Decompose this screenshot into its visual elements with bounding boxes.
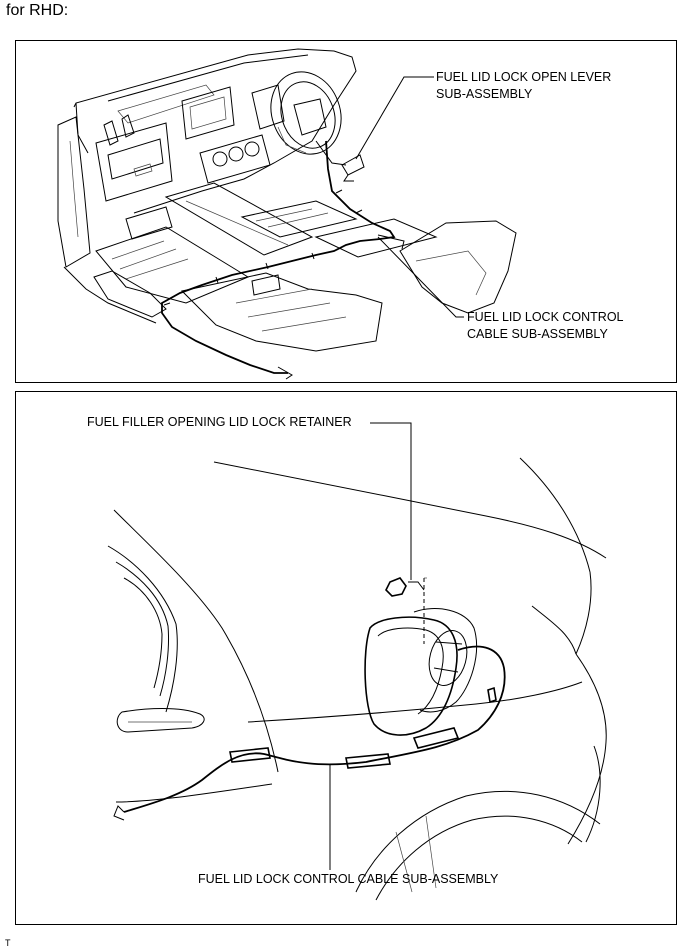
control-cable-callout-top-line1: FUEL LID LOCK CONTROL <box>467 310 624 324</box>
open-lever-callout-line1: FUEL LID LOCK OPEN LEVER <box>436 70 612 84</box>
fuel-lid-illustration <box>107 422 607 901</box>
open-lever-callout-line2: SUB-ASSEMBLY <box>436 87 533 101</box>
figure-code: T <box>5 938 11 948</box>
interior-routing-panel: FUEL LID LOCK OPEN LEVER SUB-ASSEMBLY FU… <box>15 40 677 383</box>
control-cable-callout-bottom: FUEL LID LOCK CONTROL CABLE SUB-ASSEMBLY <box>198 872 499 886</box>
interior-routing-illustration <box>57 48 517 380</box>
fuel-lid-panel: FUEL FILLER OPENING LID LOCK RETAINER FU… <box>15 391 677 925</box>
retainer-callout: FUEL FILLER OPENING LID LOCK RETAINER <box>87 415 352 429</box>
open-lever-callout: FUEL LID LOCK OPEN LEVER SUB-ASSEMBLY <box>436 69 611 103</box>
page-heading: for RHD: <box>6 2 69 19</box>
control-cable-callout-top-line2: CABLE SUB-ASSEMBLY <box>467 327 608 341</box>
control-cable-callout-top: FUEL LID LOCK CONTROL CABLE SUB-ASSEMBLY <box>467 309 624 343</box>
